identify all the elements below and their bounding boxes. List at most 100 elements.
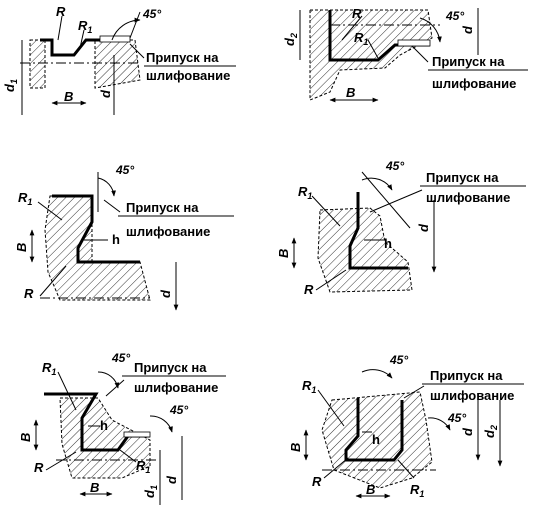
fig6-R1-leader-bottom [397,459,415,479]
fig2-note-line2: шлифование [432,76,516,91]
fig1-d1-label: d1 [2,79,19,92]
fig5-B-label-vertical: B [18,433,33,442]
fig4-note-line2: шлифование [426,190,510,205]
fig2-R-label: R [352,6,362,21]
fig6-angle-label-right: 45° [447,411,466,425]
fig4-B-label: B [276,249,291,258]
fig4-d-label: d [416,223,431,232]
fig2-note-line1: Припуск на [432,54,505,69]
figure-2-internal-corner: 45° R R1 B d2 d Припуск на шлифование [282,6,528,103]
fig4-angle-leader [361,171,411,229]
fig4-R-label: R [304,282,314,297]
fig2-body [309,9,433,101]
fig5-angle-arc-top [97,371,120,389]
fig2-angle-arc [419,17,442,43]
fig6-angle-label-top: 45° [389,353,408,367]
fig1-note-line1: Припуск на [146,50,219,65]
fig5-R1-label-bottom: R1 [136,458,150,475]
fig5-R-leader [45,451,77,471]
fig5-R1-leader-top [57,371,77,411]
fig5-R1-leader-bottom [119,449,137,463]
fig6-angle-arc-right [427,417,451,431]
fig1-allowance-strip [99,35,131,43]
fig4-R1-label: R1 [298,184,312,201]
fig3-R1-label: R1 [18,190,32,207]
figure-1-external-corner-shaft: 45° R R1 B d1 d Припуск на шлифование [2,4,236,115]
fig6-note-line1: Припуск на [430,368,503,383]
fig1-angle-leader [129,11,141,39]
fig3-profile [52,194,140,264]
fig6-R1-label-top: R1 [302,378,316,395]
fig2-note-leader [411,45,429,63]
fig5-angle-label-top: 45° [111,351,130,365]
fig4-angle-label: 45° [385,159,404,173]
fig6-B-label-horizontal: B [366,482,375,497]
fig1-note-line2: шлифование [146,68,230,83]
fig1-R1-leader [79,29,85,49]
fig6-R-leader [323,457,349,479]
fig6-d2-label: d2 [482,425,499,438]
fig6-note-leader [403,385,425,399]
figure-3-shoulder-undercut: 45° R1 R B h d Припуск на шлифование [14,163,234,311]
fig5-B-label-horizontal: B [90,480,99,495]
fig6-d-label: d [460,427,475,436]
fig1-R-label: R [56,4,66,19]
figure-5-double-undercut: 45° 45° R1 R R1 B B h d1 d Припуск на шл… [18,351,226,505]
fig3-h-label: h [112,232,120,247]
fig1-R-leader [57,15,63,41]
fig5-angle-arc-right [149,415,173,433]
fig5-h-label: h [100,418,108,433]
fig3-note-line2: шлифование [126,224,210,239]
fig6-R1-label-bottom: R1 [410,482,424,499]
figure-6-double-undercut: 45° 45° R1 R R1 B B h d d2 Припуск на шл… [288,353,524,499]
fig4-note-leader [369,189,423,213]
fig4-h-label: h [384,236,392,251]
fig5-d-label: d [164,475,179,484]
fig1-d-label: d [98,89,113,98]
fig6-R-label: R [312,474,322,489]
fig5-note-line2: шлифование [134,380,218,395]
fig3-angle-arc [97,177,116,197]
fig6-note-line2: шлифование [430,388,514,403]
fig4-R-leader [315,269,347,291]
fig1-groove-profile [40,38,112,57]
fig4-profile [348,192,408,270]
fig3-d-label: d [158,289,173,298]
fig2-B-label: B [346,85,355,100]
fig3-R-leader [39,265,67,297]
fig6-angle-arc-top [361,369,393,379]
fig3-note-leader [103,199,121,213]
fig6-body [321,391,433,489]
fig3-body [44,195,151,301]
fig4-angle-arc [361,177,393,191]
fig5-allowance-strip [123,431,151,438]
fig1-B-label: B [64,89,73,104]
fig2-R1-label: R1 [354,30,368,47]
fig3-angle-label: 45° [115,163,134,177]
fig1-body-left [29,39,46,89]
fig3-note-line1: Припуск на [126,200,199,215]
fig5-note-line1: Припуск на [134,360,207,375]
fig2-d2-label: d2 [282,33,299,46]
fig2-R1-leader [367,39,379,59]
fig3-R1-leader [37,201,63,221]
fig4-note-line1: Припуск на [426,170,499,185]
fig1-angle-label: 45° [142,7,161,21]
fig1-R1-label: R1 [78,18,92,35]
figure-4-shoulder-undercut: 45° R1 R B h d Припуск на шлифование [276,159,526,297]
fig2-d-label: d [460,25,475,34]
fig5-R-label: R [34,460,44,475]
fig3-R-label: R [24,286,34,301]
fig3-B-label: B [14,243,29,252]
fig1-angle-arc [111,17,141,41]
fig2-R-leader [341,15,363,41]
fig4-body [317,207,413,293]
fig2-angle-label: 45° [445,9,464,23]
fig6-R1-leader-top [317,389,345,427]
fig5-d1-label: d1 [142,485,159,498]
fig4-R1-leader [311,195,341,227]
fig5-note-leader [105,379,125,397]
fig5-angle-label-right: 45° [169,403,188,417]
fig1-note-leader [129,43,145,59]
